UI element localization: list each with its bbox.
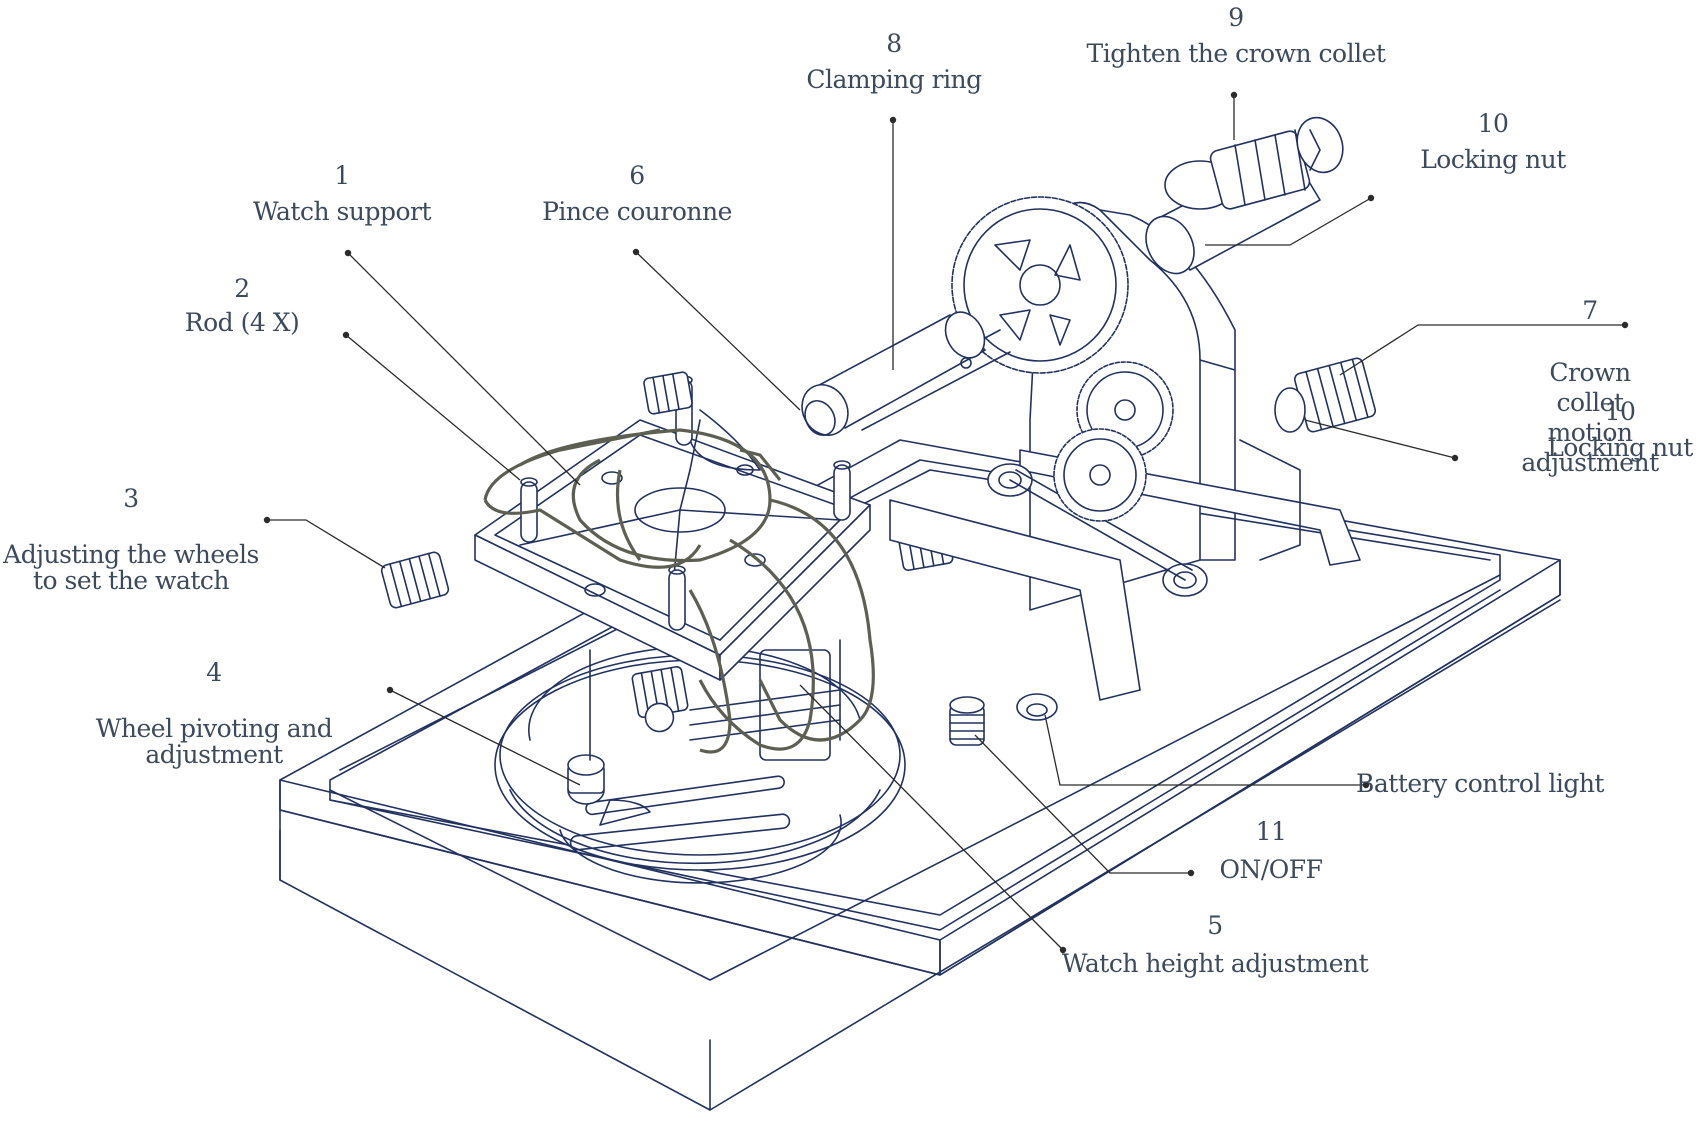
crown-collet-assembly [1145, 116, 1344, 275]
callout-3-number: 3 [123, 484, 139, 513]
callout-4-number: 4 [206, 658, 222, 687]
callout-10-top: 10 Locking nut [1420, 110, 1566, 174]
callout-2-number: 2 [234, 274, 250, 303]
callout-7-number: 7 [1582, 296, 1598, 325]
callout-5: 5 Watch height adjustment [1061, 911, 1369, 978]
callout-8-number: 8 [886, 29, 902, 58]
watch-strap [483, 428, 875, 754]
callout-5-text: Watch height adjustment [1061, 949, 1369, 978]
callout-battery-light-text: Battery control light [1356, 769, 1604, 798]
callout-10-side: 10 Locking nut [1547, 398, 1693, 462]
callout-11: 11 ON/OFF [1220, 818, 1323, 884]
callout-9-text: Tighten the crown collet [1086, 39, 1386, 68]
on-off-switch [949, 696, 985, 746]
callout-11-text: ON/OFF [1219, 855, 1323, 884]
callout-8: 8 Clamping ring [806, 29, 982, 94]
callout-10-side-number: 10 [1604, 397, 1636, 426]
callout-10-top-text: Locking nut [1420, 145, 1566, 174]
callout-6-number: 6 [629, 161, 645, 190]
callout-1-text: Watch support [252, 197, 432, 226]
callout-5-number: 5 [1207, 911, 1223, 940]
leader-dots [263, 91, 1629, 954]
leader-lines [267, 95, 1625, 951]
callout-battery-light: Battery control light [1356, 770, 1604, 798]
callout-4-text: Wheel pivoting and adjustment [95, 714, 333, 769]
crown-shaft [801, 311, 1011, 436]
callout-10-top-number: 10 [1477, 109, 1509, 138]
callout-7-text: Crown collet motion adjustment [1521, 358, 1659, 477]
callout-6: 6 Pince couronne [542, 162, 732, 226]
battery-light [1016, 693, 1058, 721]
callout-3: 3 Adjusting the wheels to set the watch [3, 460, 259, 620]
callout-9-number: 9 [1228, 3, 1244, 32]
callout-2: 2 Rod (4 X) [184, 274, 300, 337]
gear-train [951, 196, 1174, 522]
support-column [589, 639, 841, 761]
callout-3-text: Adjusting the wheels to set the watch [3, 540, 259, 595]
callout-1-number: 1 [334, 161, 350, 190]
callout-4: 4 Wheel pivoting and adjustment [96, 634, 333, 794]
callout-2-text: Rod (4 X) [184, 308, 300, 337]
callout-8-text: Clamping ring [806, 65, 982, 94]
callout-9: 9 Tighten the crown collet [1087, 4, 1386, 68]
callout-11-number: 11 [1255, 817, 1287, 846]
callout-7: 7 Crown collet motion adjustment [1521, 266, 1659, 508]
callout-10-side-text: Locking nut [1547, 433, 1693, 462]
callout-1: 1 Watch support [252, 161, 432, 226]
callout-6-text: Pince couronne [542, 197, 732, 226]
side-knob [1274, 357, 1377, 433]
